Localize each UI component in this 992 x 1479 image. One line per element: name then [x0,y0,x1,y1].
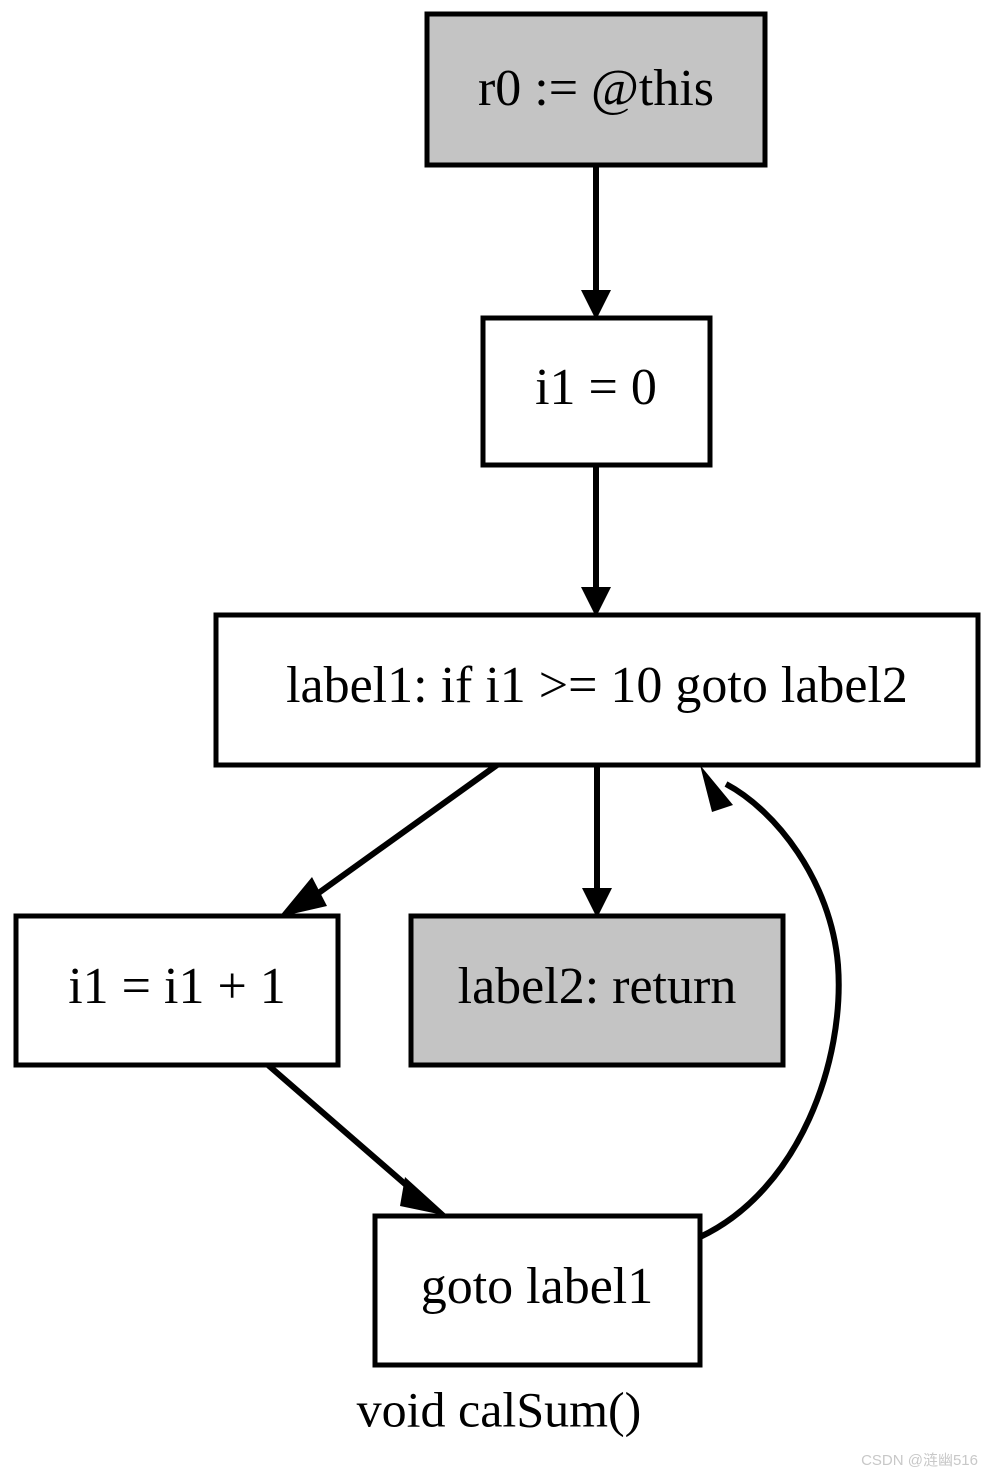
edge-jump-to-cond-arrowhead [700,765,733,812]
node-increment[interactable]: i1 = i1 + 1 [13,913,341,1068]
node-init-label: i1 = 0 [535,359,657,416]
edge-jump-to-cond-line [698,781,842,1240]
edge-init-to-cond-arrowhead [581,587,611,617]
edge-cond-to-incr [279,762,499,917]
node-return[interactable]: label2: return [408,913,786,1068]
node-entry[interactable]: r0 := @this [424,11,768,168]
edge-cond-to-incr-line [304,762,499,905]
node-conditional-label: label1: if i1 >= 10 goto label2 [286,657,908,714]
edge-cond-to-ret [582,765,612,918]
node-entry-box[interactable] [424,11,768,168]
node-increment-label: i1 = i1 + 1 [68,958,286,1015]
node-init-box[interactable] [480,315,713,468]
edge-incr-to-jump-arrowhead [400,1177,448,1216]
node-increment-box[interactable] [13,913,341,1068]
edge-incr-to-jump [266,1062,448,1216]
edge-init-to-cond [581,465,611,617]
node-jump[interactable]: goto label1 [372,1213,703,1368]
node-jump-label: goto label1 [421,1258,654,1315]
node-return-label: label2: return [458,958,737,1015]
node-conditional-box[interactable] [213,612,981,768]
node-jump-box[interactable] [372,1213,703,1368]
diagram-caption: void calSum() [357,1381,642,1437]
node-entry-label: r0 := @this [478,60,714,117]
node-conditional[interactable]: label1: if i1 >= 10 goto label2 [213,612,981,768]
edge-entry-to-init-arrowhead [581,290,611,320]
edge-cond-to-ret-arrowhead [582,888,612,918]
node-return-box[interactable] [408,913,786,1068]
edge-cond-to-incr-arrowhead [279,877,327,917]
edge-entry-to-init [581,165,611,320]
edge-jump-to-cond [698,765,842,1240]
node-init[interactable]: i1 = 0 [480,315,713,468]
watermark-label: CSDN @涟幽516 [861,1452,978,1469]
edge-incr-to-jump-line [266,1062,422,1200]
